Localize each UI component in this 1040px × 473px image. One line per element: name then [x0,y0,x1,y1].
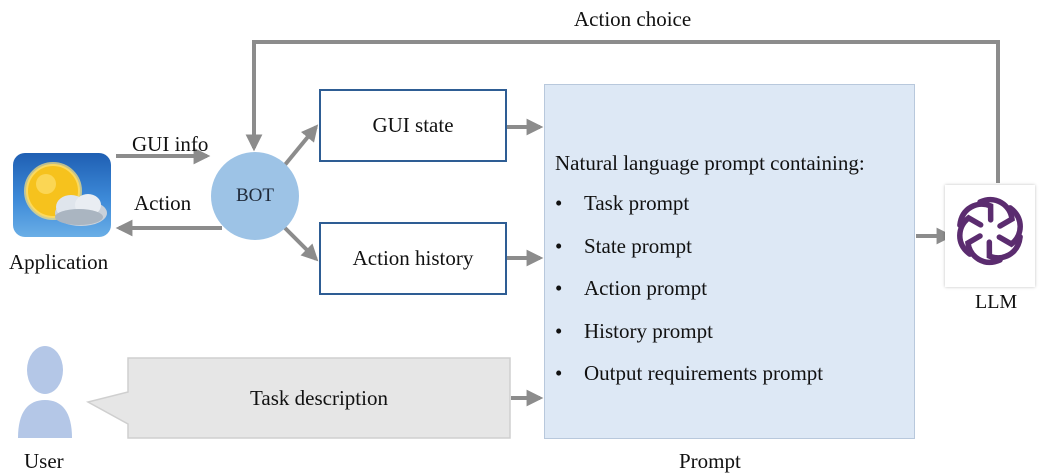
prompt-item-label: History prompt [584,318,713,343]
action-choice-label: Action choice [574,7,692,31]
bullet-icon: • [555,276,563,300]
openai-knot-logo-icon [957,196,1023,266]
bullet-icon: • [555,233,563,258]
llm-label: LLM [975,291,1018,313]
prompt-label: Prompt [679,449,741,473]
prompt-panel: Natural language prompt containing: • Ta… [544,84,915,439]
prompt-item-label: Action prompt [584,276,708,300]
application-label: Application [9,250,109,274]
person-silhouette-icon [18,346,72,438]
llm-card [945,185,1035,287]
task-description-label: Task description [250,385,388,410]
task-description-bubble [85,357,511,439]
bot-node: BOT [211,152,299,240]
gui-info-label: GUI info [132,132,209,156]
gui-state-label: GUI state [372,113,454,137]
user-label: User [24,449,64,473]
action-choice-arrow [245,40,1000,183]
action-label: Action [134,191,192,215]
bullet-icon: • [555,361,563,385]
prompt-item-label: State prompt [584,233,692,258]
bot-to-gui-state-arrow [282,124,319,168]
prompt-item-label: Output requirements prompt [584,361,824,385]
prompt-heading: Natural language prompt containing: [555,151,865,175]
gui-state-box: GUI state [319,89,507,162]
prompt-item-label: Task prompt [584,191,690,215]
action-history-label: Action history [352,246,474,270]
action-history-box: Action history [319,222,507,295]
weather-sun-cloud-icon [13,153,111,237]
bullet-icon: • [555,318,563,343]
bot-label: BOT [236,185,274,206]
bot-to-action-history-arrow [282,225,319,262]
bullet-icon: • [555,191,563,215]
